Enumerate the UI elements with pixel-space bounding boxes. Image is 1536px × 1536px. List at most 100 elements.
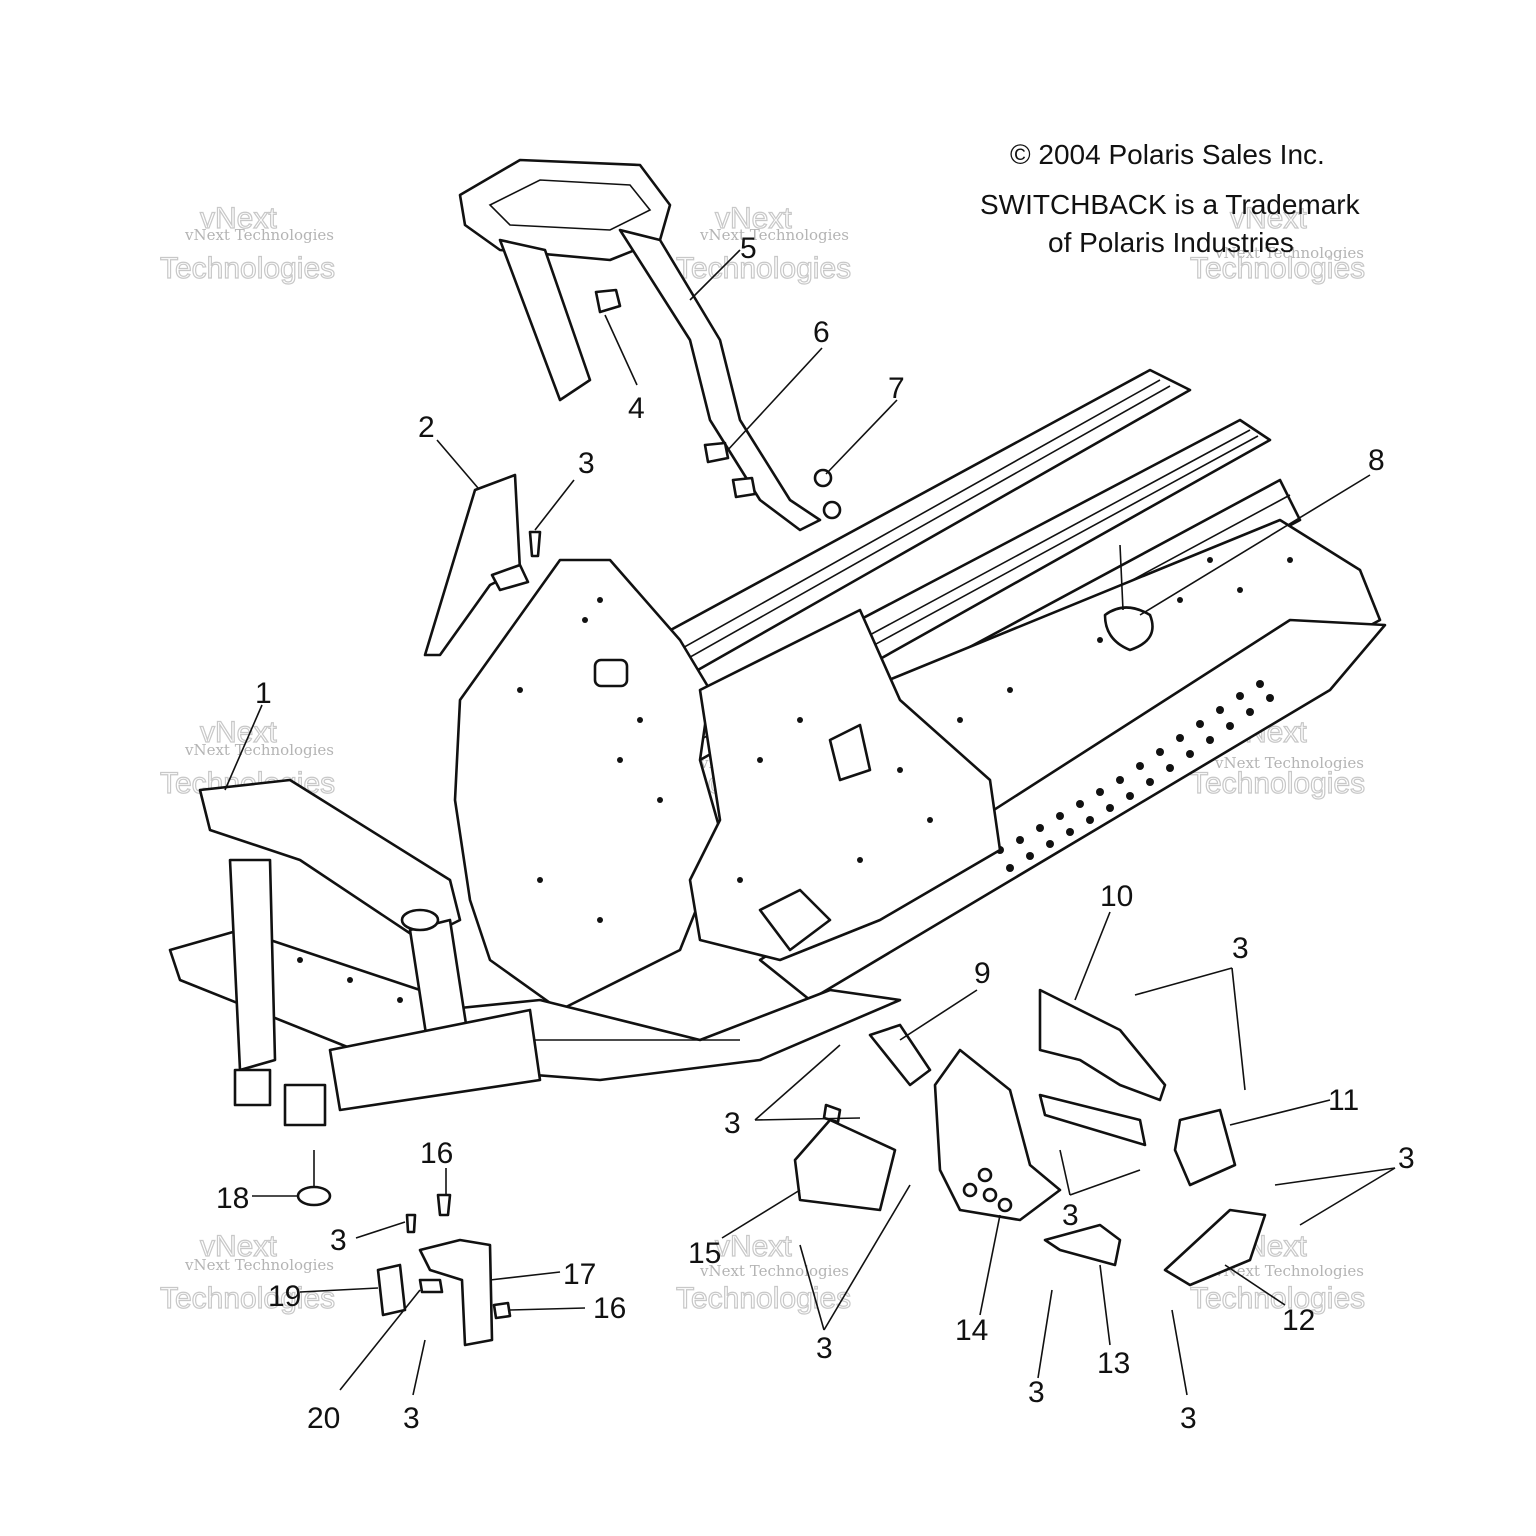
- svg-text:Technologies: Technologies: [676, 252, 851, 285]
- svg-text:vNext Technologies: vNext Technologies: [1214, 754, 1364, 772]
- front-frame-assembly: [168, 778, 542, 1127]
- callout-5: 5: [740, 232, 757, 265]
- callout-20: 20: [307, 1402, 340, 1435]
- callout-3-top: 3: [578, 447, 595, 480]
- svg-text:vNext Technologies: vNext Technologies: [1214, 1262, 1364, 1280]
- tunnel-side-cutout: [758, 888, 832, 952]
- svg-text:Technologies: Technologies: [676, 1282, 851, 1315]
- front-frame-foot-right: [283, 1083, 327, 1127]
- clip-part-20: [418, 1278, 444, 1294]
- bulkhead-grommet: [593, 658, 629, 688]
- bracket-part-9: [868, 1023, 932, 1087]
- front-frame-left-upright: [228, 858, 277, 1072]
- shield-part-15: [793, 1118, 897, 1212]
- svg-text:Technologies: Technologies: [1190, 252, 1365, 285]
- trademark-owner-line: of Polaris Industries: [1048, 227, 1294, 258]
- cover-part-10: [1038, 988, 1167, 1102]
- callout-2: 2: [418, 411, 435, 444]
- watermark-top-right: vNext vNext Technologies Technologies: [1189, 201, 1365, 285]
- callout-16-upper: 16: [420, 1137, 453, 1170]
- callout-3-bottom-center: 3: [816, 1332, 833, 1365]
- bumper-part-18: [296, 1185, 332, 1207]
- callout-10: 10: [1100, 880, 1133, 913]
- heat-shield-clip: [490, 563, 530, 592]
- svg-text:vNext Technologies: vNext Technologies: [184, 226, 334, 244]
- plate-part-19: [376, 1263, 407, 1317]
- front-frame-bushing: [400, 908, 440, 932]
- watermark-bottom-left: vNext vNext Technologies Technologies: [159, 1229, 335, 1315]
- steering-post-assembly: [458, 158, 822, 532]
- watermark-top-left: vNext vNext Technologies Technologies: [159, 201, 335, 285]
- callout-3-upper-right: 3: [1232, 932, 1249, 965]
- svg-text:vNext Technologies: vNext Technologies: [1214, 244, 1364, 262]
- nut-part-4: [594, 288, 622, 314]
- svg-text:vNext Technologies: vNext Technologies: [184, 741, 334, 759]
- svg-text:vNext: vNext: [200, 1230, 277, 1263]
- screw-part-3-left: [405, 1213, 417, 1234]
- callout-3-mid-left: 3: [724, 1107, 741, 1140]
- callout-14: 14: [955, 1314, 988, 1347]
- callout-4: 4: [628, 392, 645, 425]
- bolt-part-6-lower: [731, 476, 757, 499]
- svg-text:Technologies: Technologies: [160, 1282, 335, 1315]
- hardware-group: [528, 288, 1154, 652]
- screw-part-3-top: [528, 530, 542, 558]
- shield-part-15-clip: [822, 1103, 842, 1124]
- tunnel-side-slot: [828, 723, 872, 782]
- chassis-tunnel-assembly: [438, 368, 1387, 1082]
- bracket-part-13: [1043, 1223, 1122, 1267]
- footrest-part-14: [933, 1048, 1062, 1222]
- leader-lines: [224, 249, 1396, 1396]
- nut-part-7-lower: [822, 500, 842, 520]
- callout-11: 11: [1328, 1084, 1359, 1117]
- steering-post-rear-leg: [498, 238, 592, 402]
- callout-3-bottom-right: 3: [1180, 1402, 1197, 1435]
- callout-3-right: 3: [1398, 1142, 1415, 1175]
- callout-3-mid-right: 3: [1062, 1199, 1079, 1232]
- svg-text:vNext: vNext: [1230, 202, 1307, 235]
- svg-text:vNext Technologies: vNext Technologies: [699, 1262, 849, 1280]
- callout-12: 12: [1282, 1304, 1315, 1337]
- lower-right-brackets: [793, 988, 1267, 1287]
- bolt-part-6-upper: [703, 441, 730, 464]
- tunnel-side-panel: [688, 608, 1002, 962]
- svg-text:Technologies: Technologies: [1190, 1282, 1365, 1315]
- cover-part-10-base: [1038, 1093, 1147, 1147]
- steering-post-front-leg: [618, 228, 822, 532]
- callout-16-lower: 16: [593, 1292, 626, 1325]
- front-frame-bumper-bracket: [328, 1008, 542, 1112]
- bracket-part-17: [418, 1238, 494, 1347]
- watermark-bottom-center: vNext vNext Technologies Technologies: [675, 1229, 851, 1315]
- plate-part-11: [1173, 1108, 1237, 1187]
- svg-text:Technologies: Technologies: [1190, 767, 1365, 800]
- callout-9: 9: [974, 957, 991, 990]
- callout-15: 15: [688, 1237, 721, 1270]
- heat-shield-flap: [423, 473, 522, 657]
- callout-13: 13: [1097, 1347, 1130, 1380]
- watermark-bottom-right: vNext vNext Technologies Technologies: [1189, 1229, 1365, 1315]
- callout-1: 1: [255, 677, 272, 710]
- callout-3-left: 3: [330, 1224, 347, 1257]
- callout-3-bottom-left: 3: [403, 1402, 420, 1435]
- callout-18: 18: [216, 1182, 249, 1215]
- callout-3-bottom-mid: 3: [1028, 1376, 1045, 1409]
- callout-17: 17: [563, 1258, 596, 1291]
- svg-text:vNext: vNext: [200, 202, 277, 235]
- running-board-perforations: [996, 680, 1274, 872]
- svg-text:vNext: vNext: [200, 716, 277, 749]
- trademark-line: SWITCHBACK is a Trademark: [980, 189, 1361, 220]
- cap-part-8: [1103, 606, 1154, 652]
- callout-6: 6: [813, 316, 830, 349]
- callout-7: 7: [888, 372, 905, 405]
- svg-text:vNext Technologies: vNext Technologies: [184, 1256, 334, 1274]
- svg-text:vNext Technologies: vNext Technologies: [699, 226, 849, 244]
- copyright-block: © 2004 Polaris Sales Inc. SWITCHBACK is …: [980, 139, 1361, 258]
- callout-labels: 1 2 3 4 5 6 7 8 9 10 3 11 3 3 3 12 3 13 …: [216, 232, 1415, 1435]
- bracket-part-12: [1163, 1208, 1267, 1287]
- bolt-part-16-lower: [492, 1301, 512, 1320]
- callout-8: 8: [1368, 444, 1385, 477]
- svg-text:Technologies: Technologies: [160, 252, 335, 285]
- bolt-part-16-upper: [436, 1193, 452, 1217]
- copyright-line: © 2004 Polaris Sales Inc.: [1010, 139, 1325, 170]
